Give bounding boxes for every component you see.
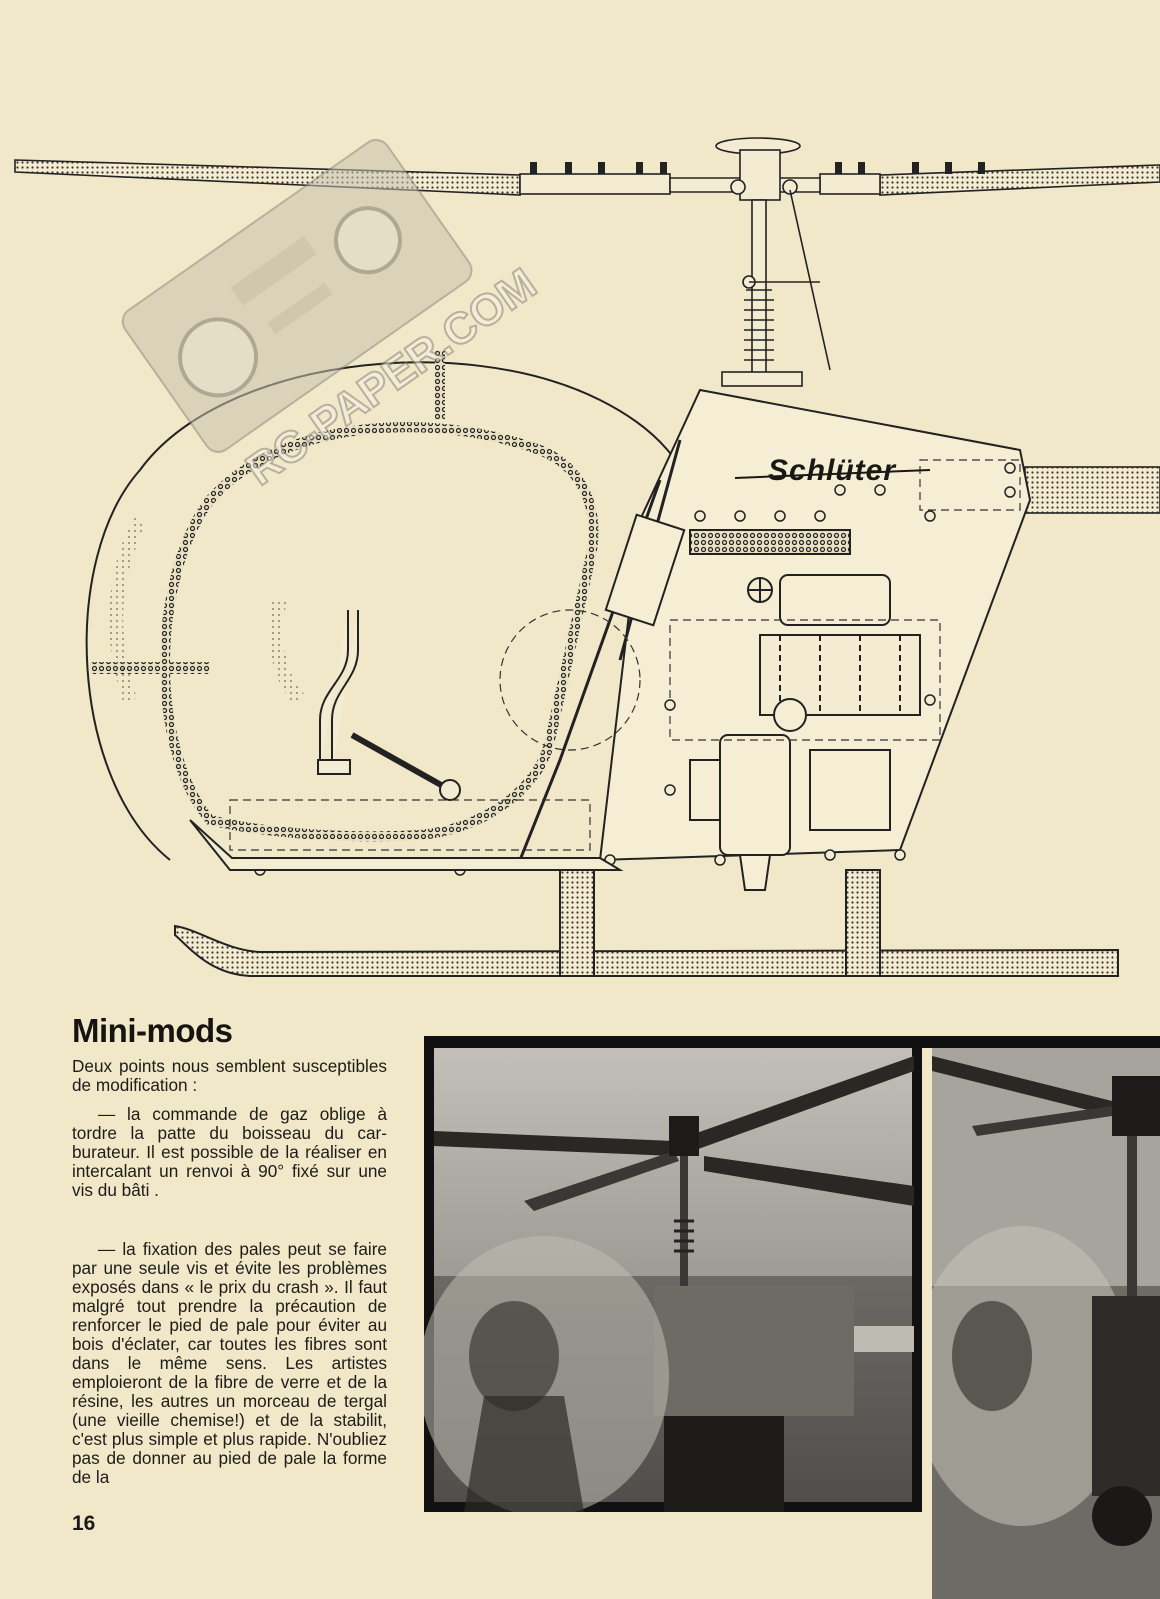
- helicopter-technical-drawing: Schlüter RC-PAPER.COM: [14, 137, 1160, 977]
- intro-paragraph: Deux points nous semblent sus­ceptibles …: [72, 1056, 387, 1095]
- side-frame: [518, 388, 1032, 891]
- body-paragraph-1: — la commande de gaz oblige à tordre la …: [72, 1104, 387, 1200]
- landing-skids: [174, 869, 1119, 977]
- floor-pan: [189, 819, 624, 871]
- logo-underline: [734, 469, 931, 479]
- control-stick: [317, 610, 461, 801]
- schluter-logo: Schlüter: [768, 454, 897, 487]
- blade-bolts: [530, 162, 985, 174]
- rotor-head: [715, 137, 831, 387]
- watermark-stamp: RC-PAPER.COM: [121, 139, 546, 496]
- photo-helicopter-side: [932, 1036, 1160, 1599]
- tail-boom: [1024, 466, 1160, 514]
- cabin-bubble: [85, 350, 691, 861]
- article-heading: Mini-mods: [72, 1012, 233, 1049]
- page-number: 16: [72, 1512, 96, 1535]
- body-paragraph-2: — la fixation des pales peut se faire pa…: [72, 1239, 387, 1487]
- photo-frame-top: [424, 1036, 1160, 1048]
- hidden-lines: [229, 459, 1021, 851]
- rotor-blades: [14, 159, 1160, 196]
- frame-bolts: [254, 462, 1016, 876]
- photo-helicopter-flight: [424, 1036, 922, 1512]
